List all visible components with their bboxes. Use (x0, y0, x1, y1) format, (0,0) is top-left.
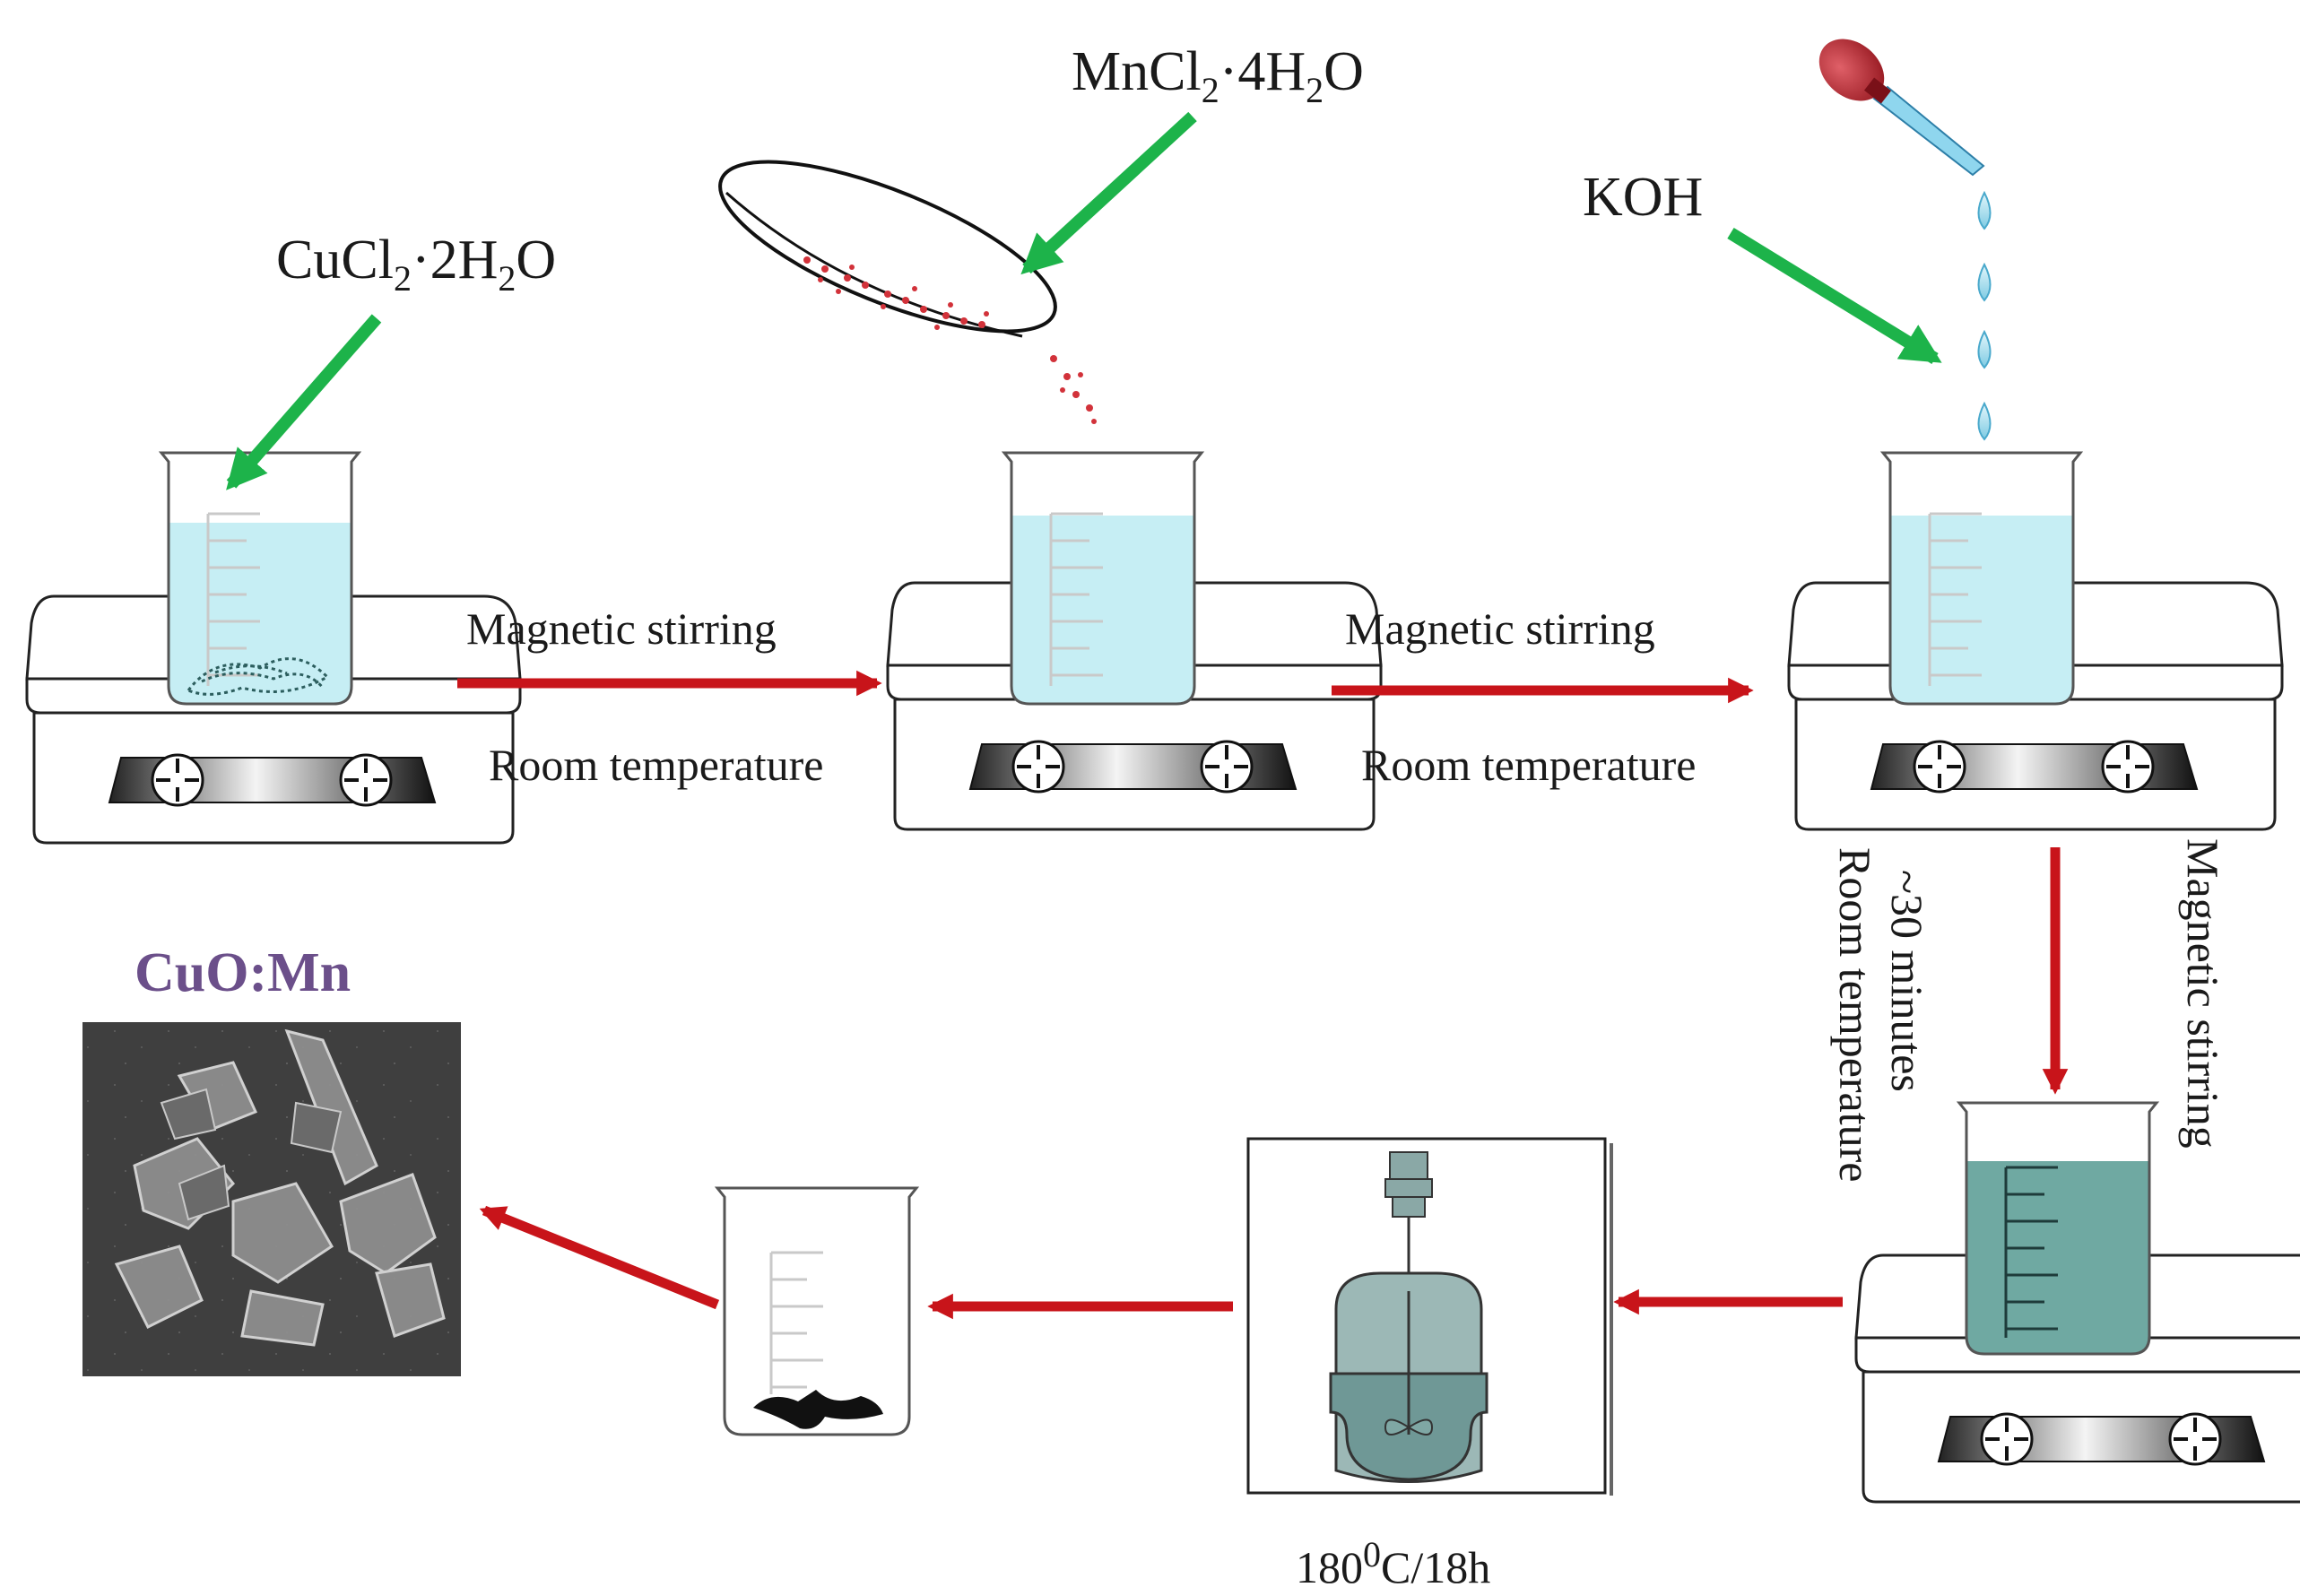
station-2: MnCl2·4H2O (718, 41, 1383, 831)
step3-label-duration: ~30 minutes (1882, 870, 1932, 1092)
step2-label-bottom: Room temperature (1361, 740, 1697, 790)
product-beaker (714, 1186, 920, 1436)
arrow-koh (1727, 228, 1942, 364)
precipitate (753, 1390, 883, 1429)
autoclave-motor (1384, 1151, 1433, 1218)
station-3: KOH (1583, 39, 2284, 831)
autoclave-condition: 1800C/18h (1296, 1534, 1490, 1592)
label-mncl2: MnCl2·4H2O (1072, 41, 1364, 110)
arrow-cucl2 (226, 314, 382, 490)
step1-label-top: Magnetic stirring (466, 603, 777, 654)
sem-image (82, 1022, 461, 1376)
manganese-salt-powder (803, 256, 1097, 424)
copper-salt-particles (186, 657, 330, 696)
station-1: CuCl2·2H2O (25, 230, 556, 845)
arrow-step-6 (479, 1205, 720, 1310)
beaker-4 (1956, 1101, 2160, 1356)
station-4 (1854, 1101, 2300, 1504)
koh-drops (1977, 190, 1992, 441)
step-3: Magnetic stirring ~30 minutes Room tempe… (1830, 838, 2228, 1183)
impeller-icon (1384, 1418, 1434, 1436)
dropper-icon (1818, 39, 1985, 177)
step-1: Magnetic stirring Room temperature (457, 603, 882, 790)
step3-label-temperature: Room temperature (1830, 847, 1880, 1183)
step1-label-bottom: Room temperature (489, 740, 824, 790)
spatula-dish (718, 160, 1097, 424)
autoclave: 1800C/18h (1246, 1137, 1613, 1592)
step2-label-top: Magnetic stirring (1345, 603, 1655, 654)
step-2: Magnetic stirring Room temperature (1332, 603, 1754, 790)
beaker-3 (1879, 451, 2084, 706)
product-label: CuO:Mn (135, 942, 351, 1003)
label-koh: KOH (1583, 167, 1703, 228)
beaker-1 (158, 451, 362, 706)
arrow-mncl2 (1020, 111, 1197, 275)
label-cucl2: CuCl2·2H2O (276, 230, 556, 299)
step3-label-stirring: Magnetic stirring (2178, 838, 2228, 1149)
beaker-2 (1001, 451, 1205, 706)
